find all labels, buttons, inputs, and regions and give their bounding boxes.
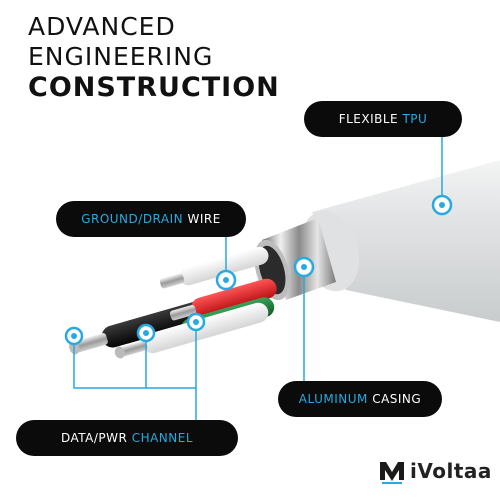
brand-name: iVoltaa: [410, 459, 492, 483]
data-wire-dot-3: [186, 312, 206, 332]
leader-lines: [73, 127, 443, 425]
headline-line-3: CONSTRUCTION: [28, 72, 280, 103]
ground-wire-dot: [215, 269, 237, 291]
headline-line-1: ADVANCED: [28, 12, 176, 41]
flexible-tpu-label-white: FLEXIBLE: [338, 112, 399, 126]
headline-line-2: ENGINEERING: [28, 42, 214, 71]
aluminum-casing-label-white: CASING: [372, 392, 422, 406]
aluminum-casing-label: ALUMINUM CASING: [278, 381, 442, 417]
flexible-tpu-dot: [431, 194, 453, 216]
white-wire-front: [114, 302, 269, 359]
white-wire: [159, 246, 269, 289]
brand-logo-icon: [380, 462, 404, 484]
flexible-tpu-label: FLEXIBLE TPU: [304, 101, 462, 137]
flexible-tpu-label-blue: TPU: [402, 112, 428, 126]
aluminum-casing-dot: [293, 256, 315, 278]
red-wire: [169, 278, 277, 321]
headline: ADVANCED ENGINEERING CONSTRUCTION: [28, 12, 280, 104]
data-pwr-channel-label-white: DATA/PWR: [60, 431, 128, 445]
ground-drain-wire-label-white: WIRE: [187, 212, 221, 226]
callout-dots: [64, 194, 453, 346]
data-wire-dot-2: [136, 323, 156, 343]
aluminum-casing-label-blue: ALUMINUM: [298, 392, 368, 406]
data-pwr-channel-label-blue: CHANNEL: [131, 431, 194, 445]
brand: iVoltaa: [378, 458, 492, 484]
ground-drain-wire-label: GROUND/DRAIN WIRE: [56, 201, 246, 237]
data-pwr-channel-label: DATA/PWR CHANNEL: [16, 420, 238, 456]
ground-drain-wire-label-blue: GROUND/DRAIN: [81, 212, 184, 226]
data-wire-dot-1: [64, 326, 84, 346]
